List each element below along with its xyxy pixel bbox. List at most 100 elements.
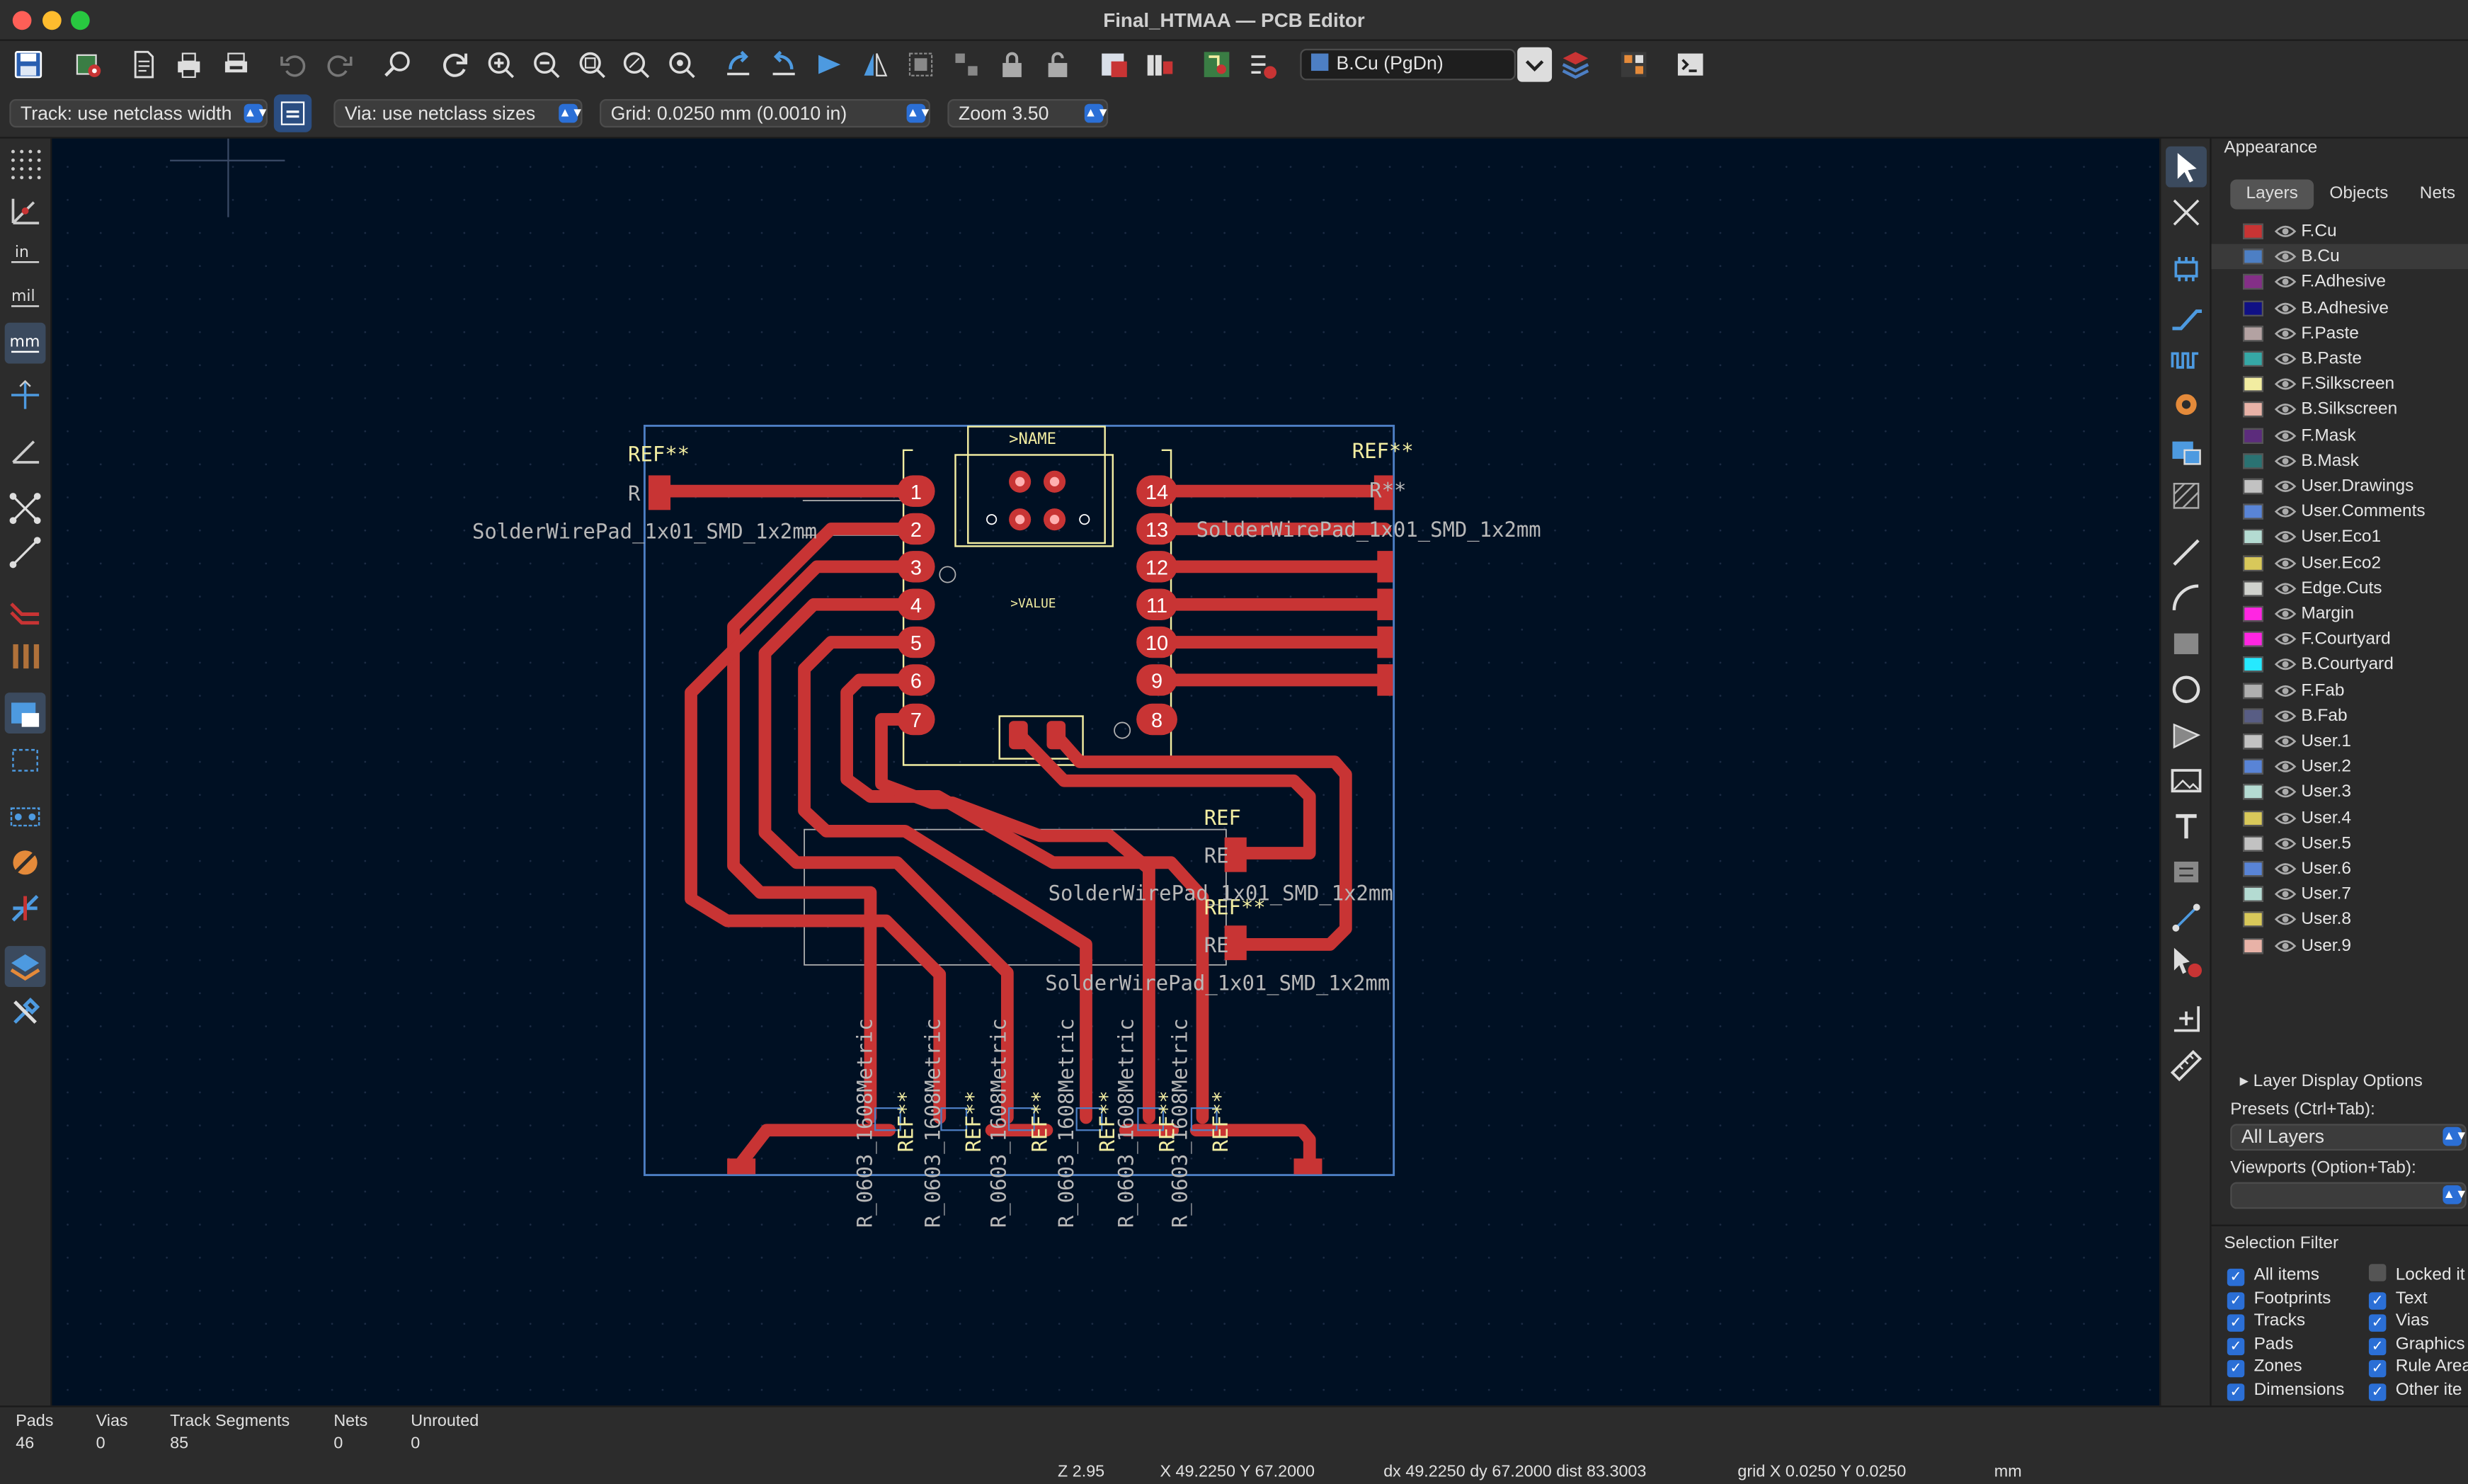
eye-icon[interactable] bbox=[2274, 424, 2297, 446]
zoom-out-button[interactable] bbox=[527, 45, 565, 83]
print-button[interactable] bbox=[170, 45, 207, 83]
layer-row[interactable]: User.7 bbox=[2212, 881, 2468, 907]
eye-icon[interactable] bbox=[2274, 858, 2297, 880]
filter-checkbox[interactable]: ✓All items bbox=[2227, 1264, 2319, 1286]
eye-icon[interactable] bbox=[2274, 909, 2297, 931]
layer-color-swatch[interactable] bbox=[2243, 478, 2263, 495]
mirror-button[interactable] bbox=[856, 45, 893, 83]
filter-checkbox[interactable]: ✓Text bbox=[2368, 1286, 2428, 1309]
layer-color-swatch[interactable] bbox=[2243, 274, 2263, 290]
scripting-button[interactable] bbox=[1615, 45, 1652, 83]
filter-checkbox[interactable]: ✓Vias bbox=[2368, 1310, 2429, 1332]
eye-icon[interactable] bbox=[2274, 731, 2297, 753]
pcb-canvas[interactable]: 1 2 3 4 5 6 7 14 13 12 11 10 9 8 >NAME >… bbox=[52, 138, 2160, 1406]
filter-checkbox[interactable]: ✓Dimensions bbox=[2227, 1378, 2344, 1400]
layer-color-swatch[interactable] bbox=[2243, 401, 2263, 418]
redraw-button[interactable] bbox=[436, 45, 474, 83]
eye-icon[interactable] bbox=[2274, 628, 2297, 650]
undo-button[interactable] bbox=[274, 45, 312, 83]
layer-row[interactable]: User.Eco2 bbox=[2212, 550, 2468, 576]
zoom-selection-button[interactable] bbox=[663, 45, 700, 83]
units-mils-button[interactable]: mil bbox=[5, 277, 46, 318]
netlist-button[interactable] bbox=[1095, 45, 1133, 83]
filter-checkbox[interactable]: Locked it bbox=[2368, 1264, 2465, 1286]
tune-length-tool[interactable] bbox=[2166, 340, 2207, 381]
rule-area-tool[interactable] bbox=[2166, 475, 2207, 516]
tab-nets[interactable]: Nets bbox=[2419, 184, 2456, 203]
eye-icon[interactable] bbox=[2274, 833, 2297, 855]
eye-icon[interactable] bbox=[2274, 884, 2297, 906]
ungroup-button[interactable] bbox=[947, 45, 985, 83]
zone-outline-button[interactable] bbox=[5, 740, 46, 781]
checkmark-icon[interactable]: ✓ bbox=[2368, 1383, 2387, 1400]
add-zone-tool[interactable] bbox=[2166, 430, 2207, 471]
checkmark-icon[interactable]: ✓ bbox=[2368, 1359, 2387, 1378]
layer-row[interactable]: User.Drawings bbox=[2212, 474, 2468, 499]
eye-icon[interactable] bbox=[2274, 322, 2297, 344]
eye-icon[interactable] bbox=[2274, 705, 2297, 727]
grid-toggle-button[interactable] bbox=[5, 143, 46, 184]
eye-icon[interactable] bbox=[2274, 373, 2297, 395]
properties-panel-button[interactable] bbox=[5, 992, 46, 1033]
add-via-tool[interactable] bbox=[2166, 384, 2207, 425]
group-button[interactable] bbox=[902, 45, 939, 83]
minimize-window-button[interactable] bbox=[42, 11, 62, 30]
find-button[interactable] bbox=[379, 45, 417, 83]
layer-row[interactable]: B.Adhesive bbox=[2212, 295, 2468, 321]
layer-row[interactable]: User.8 bbox=[2212, 907, 2468, 932]
checkmark-icon[interactable]: ✓ bbox=[2368, 1314, 2387, 1332]
layer-color-swatch[interactable] bbox=[2243, 350, 2263, 367]
filter-checkbox[interactable]: ✓Other ite bbox=[2368, 1378, 2462, 1400]
zoom-window-button[interactable] bbox=[71, 11, 90, 30]
python-console-button[interactable] bbox=[1672, 45, 1709, 83]
lock-button[interactable] bbox=[993, 45, 1031, 83]
checkmark-icon[interactable]: ✓ bbox=[2227, 1291, 2245, 1309]
polar-coords-button[interactable] bbox=[5, 190, 46, 232]
layer-color-swatch[interactable] bbox=[2243, 325, 2263, 341]
layer-row[interactable]: F.Silkscreen bbox=[2212, 372, 2468, 397]
checkmark-icon[interactable]: ✓ bbox=[2227, 1337, 2245, 1355]
high-contrast-button[interactable] bbox=[5, 842, 46, 883]
layer-color-swatch[interactable] bbox=[2243, 886, 2263, 903]
layer-color-swatch[interactable] bbox=[2243, 249, 2263, 265]
via-size-select[interactable]: Via: use netclass sizes▲▼ bbox=[333, 99, 583, 128]
layer-display-options-toggle[interactable]: ▸ Layer Display Options bbox=[2239, 1071, 2423, 1091]
zoom-fit-button[interactable] bbox=[573, 45, 610, 83]
layer-color-swatch[interactable] bbox=[2243, 631, 2263, 648]
cursor-shape-button[interactable] bbox=[5, 375, 46, 416]
add-text-tool[interactable] bbox=[2166, 806, 2207, 847]
flip-button[interactable] bbox=[811, 45, 848, 83]
layer-row[interactable]: B.Courtyard bbox=[2212, 652, 2468, 678]
layer-row[interactable]: Margin bbox=[2212, 601, 2468, 627]
show-pads-button[interactable] bbox=[5, 636, 46, 677]
layer-color-swatch[interactable] bbox=[2243, 682, 2263, 699]
plot-button[interactable] bbox=[217, 45, 255, 83]
layer-row[interactable]: B.Silkscreen bbox=[2212, 397, 2468, 423]
drc-button[interactable] bbox=[1243, 45, 1281, 83]
layer-color-swatch[interactable] bbox=[2243, 861, 2263, 877]
filter-checkbox[interactable]: ✓Footprints bbox=[2227, 1286, 2331, 1309]
board-setup-button[interactable] bbox=[69, 45, 107, 83]
ratsnest-button[interactable] bbox=[5, 488, 46, 529]
layer-color-swatch[interactable] bbox=[2243, 503, 2263, 520]
track-width-select[interactable]: Track: use netclass width▲▼ bbox=[9, 99, 269, 128]
layer-row[interactable]: F.Cu bbox=[2212, 219, 2468, 244]
layer-row[interactable]: User.Eco1 bbox=[2212, 525, 2468, 550]
filter-checkbox[interactable]: ✓Pads bbox=[2227, 1332, 2293, 1355]
zoom-objects-button[interactable] bbox=[617, 45, 654, 83]
add-image-tool[interactable] bbox=[2166, 760, 2207, 801]
eye-icon[interactable] bbox=[2274, 450, 2297, 472]
checkmark-icon[interactable]: ✓ bbox=[2227, 1359, 2245, 1378]
rotate-ccw-button[interactable] bbox=[719, 45, 757, 83]
eye-icon[interactable] bbox=[2274, 297, 2297, 319]
layer-color-swatch[interactable] bbox=[2243, 734, 2263, 750]
filter-checkbox[interactable]: ✓Zones bbox=[2227, 1355, 2302, 1378]
layer-row[interactable]: F.Mask bbox=[2212, 423, 2468, 448]
units-inches-button[interactable]: in bbox=[5, 233, 46, 274]
checkmark-icon[interactable]: ✓ bbox=[2227, 1268, 2245, 1286]
layer-dropdown-button[interactable] bbox=[1517, 47, 1553, 82]
eye-icon[interactable] bbox=[2274, 935, 2297, 957]
layer-row[interactable]: User.Comments bbox=[2212, 499, 2468, 525]
angle-snap-button[interactable] bbox=[5, 430, 46, 471]
filter-checkbox[interactable]: ✓Tracks bbox=[2227, 1310, 2305, 1332]
